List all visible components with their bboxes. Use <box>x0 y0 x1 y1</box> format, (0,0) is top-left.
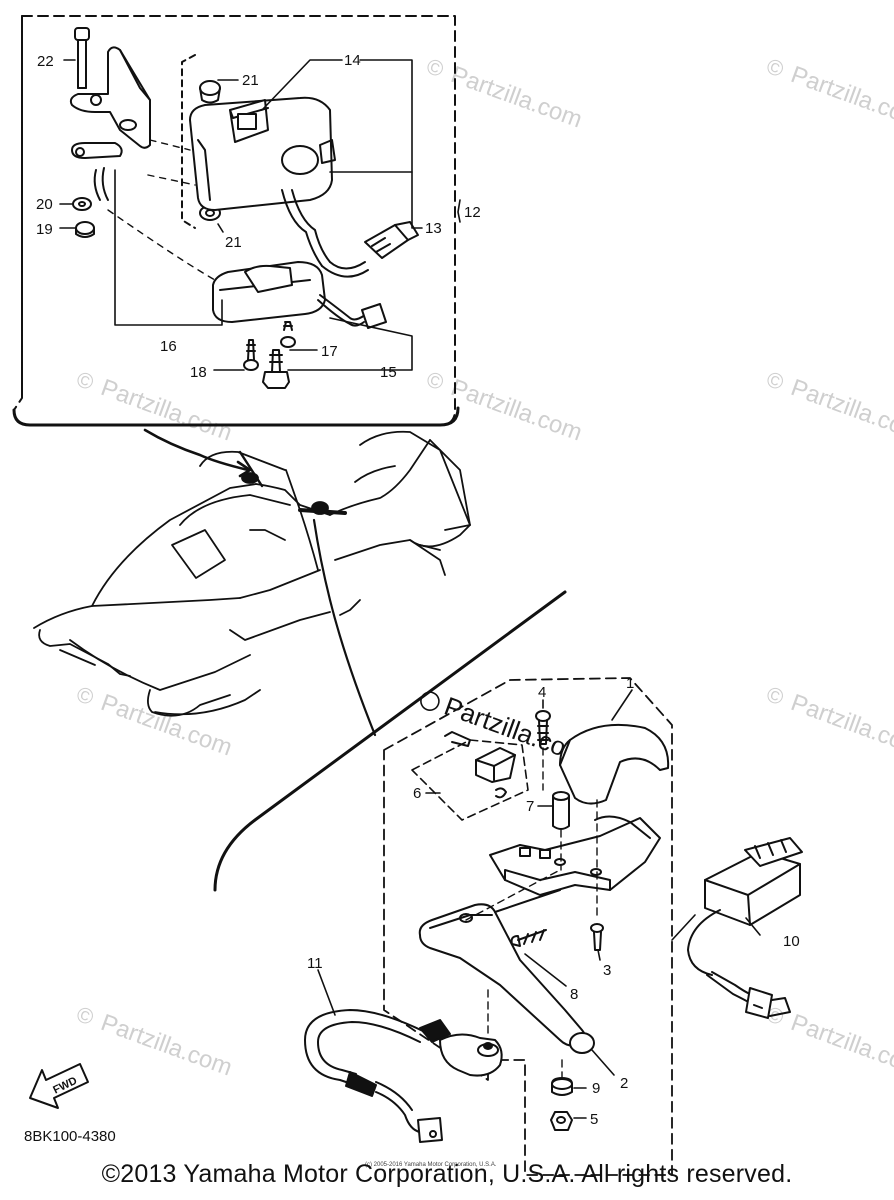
watermark-symbol: © <box>73 1001 97 1030</box>
watermark-symbol: © <box>763 53 787 82</box>
callout-9: 9 <box>592 1080 600 1097</box>
callout-2: 2 <box>620 1075 628 1092</box>
callout-21-top: 21 <box>242 72 259 89</box>
section-divider <box>213 590 567 892</box>
watermark-text: Partzilla.com <box>787 1009 894 1081</box>
callout-16: 16 <box>160 338 177 355</box>
nut-19 <box>75 221 95 238</box>
watermark-symbol: © <box>423 366 447 395</box>
washer-9 <box>551 1077 573 1096</box>
inset-leaders <box>59 59 461 371</box>
bracket-part <box>69 46 151 201</box>
relay-unit-16 <box>212 261 387 329</box>
tiny-copyright: (c) 2005-2016 Yamaha Motor Corporation, … <box>365 1162 497 1168</box>
callout-13: 13 <box>425 220 442 237</box>
grommet-21-top <box>199 80 221 104</box>
callout-11: 11 <box>307 955 323 972</box>
clip-6 <box>444 731 516 799</box>
watermark-symbol: © <box>763 366 787 395</box>
dashed-bracket-21 <box>181 54 196 229</box>
watermark-text: Partzilla.com <box>787 61 894 133</box>
callout-3: 3 <box>603 962 611 979</box>
control-module-10 <box>687 837 803 1019</box>
lower-guide-lines <box>465 747 598 1079</box>
switch-module-14 <box>189 96 336 211</box>
callout-22: 22 <box>37 53 54 70</box>
inset-frame-corner <box>12 406 460 427</box>
lever-bracket <box>489 815 661 896</box>
diagram-code: 8BK100-4380 <box>24 1128 116 1145</box>
callout-18: 18 <box>190 364 207 381</box>
screw-3 <box>590 923 604 951</box>
callout-10: 10 <box>783 933 800 950</box>
watermark-symbol: © <box>423 53 447 82</box>
callout-12: 12 <box>464 204 481 221</box>
housing-cover <box>559 723 670 805</box>
throttle-lever <box>418 889 595 1054</box>
screw-4 <box>535 710 551 745</box>
callout-6: 6 <box>413 785 421 802</box>
callout-5: 5 <box>590 1111 598 1128</box>
screw-17 <box>280 321 296 348</box>
watermark-symbol: © <box>73 681 97 710</box>
watermark-text: Partzilla.com <box>97 374 235 446</box>
copyright-notice: ©2013 Yamaha Motor Corporation, U.S.A. A… <box>101 1160 793 1188</box>
callout-20: 20 <box>36 196 53 213</box>
spacer-7 <box>552 791 570 830</box>
bolt-15 <box>262 349 290 389</box>
callout-19: 19 <box>36 221 53 238</box>
callout-17: 17 <box>321 343 338 360</box>
watermark-text: Partzilla.com <box>787 374 894 446</box>
group-1-leader <box>611 689 633 721</box>
watermark-text: Partzilla.com <box>97 1009 235 1081</box>
nut-5 <box>550 1111 573 1131</box>
callout-15: 15 <box>380 364 397 381</box>
screw-18 <box>243 339 259 371</box>
callout-labels: 22 20 19 21 21 14 13 12 16 17 18 15 1 4 … <box>36 52 800 1128</box>
lower-leaders <box>317 699 761 1119</box>
callout-14: 14 <box>344 52 361 69</box>
washer-20 <box>72 197 92 211</box>
fwd-arrow-icon: FWD <box>29 1063 89 1109</box>
screw-8 <box>510 929 547 947</box>
switch-cable <box>281 189 419 278</box>
callout-7: 7 <box>526 798 534 815</box>
watermark-text: Partzilla.com <box>447 374 585 446</box>
guide-lines-inset <box>107 139 216 281</box>
sensor-cable-11 <box>304 1009 503 1143</box>
bolt-22 <box>74 27 90 89</box>
watermark-text: Partzilla.com <box>787 689 894 761</box>
watermark-symbol: © <box>73 366 97 395</box>
callout-1: 1 <box>626 675 634 692</box>
callout-8: 8 <box>570 986 578 1003</box>
watermark-text: Partzilla.com <box>447 61 585 133</box>
callout-4: 4 <box>538 684 546 701</box>
watermark-symbol: © <box>763 681 787 710</box>
callout-21-bottom: 21 <box>225 234 242 251</box>
snowmobile-outline <box>33 428 471 737</box>
